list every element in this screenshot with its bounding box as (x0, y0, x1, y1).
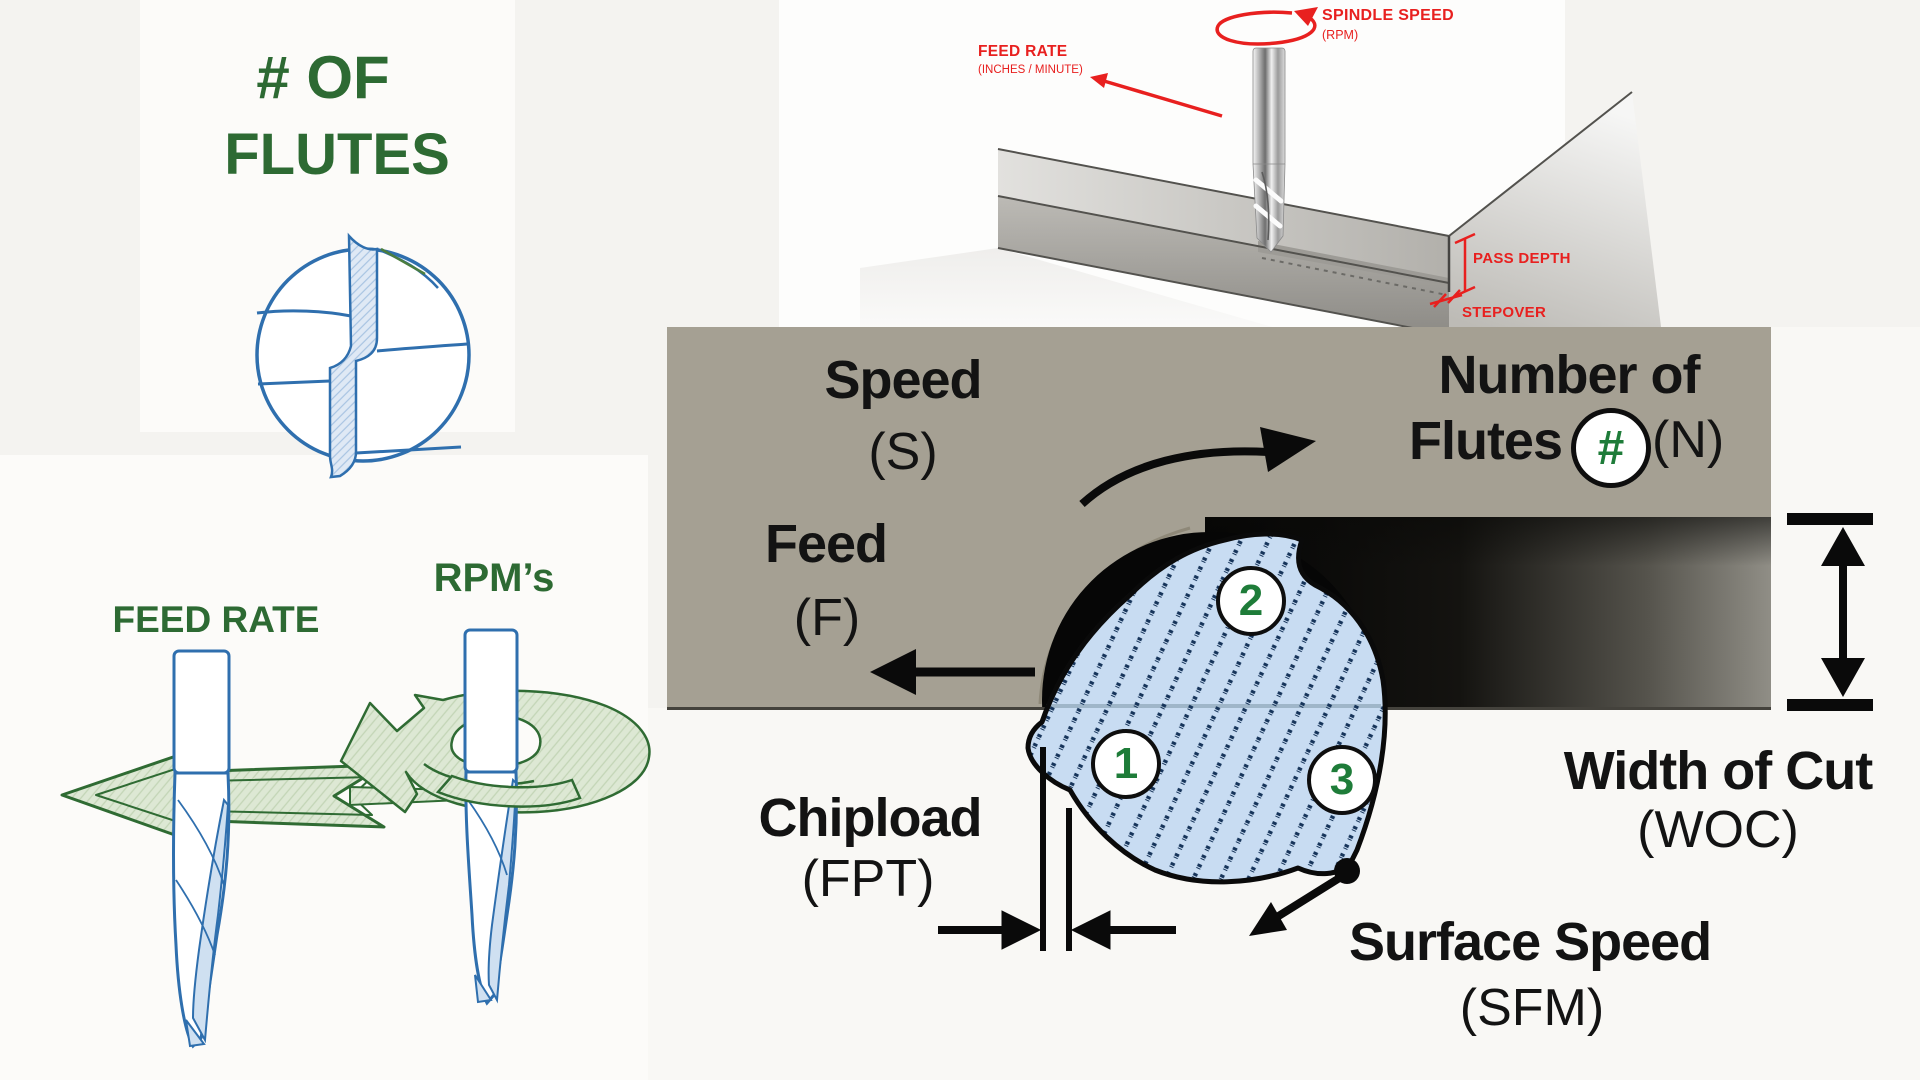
chipload-dimension (938, 747, 1176, 951)
flutes-title-line2: FLUTES (224, 122, 450, 187)
feed-label: Feed (764, 514, 888, 574)
number-of-flutes-line1: Number of (1438, 345, 1701, 405)
endmill-shank (463, 628, 519, 774)
speed-rotation-arrow (1079, 447, 1269, 507)
flute-1-number: 1 (1113, 739, 1139, 788)
spindle-shank (1252, 47, 1286, 167)
rpm-drawing (339, 628, 651, 1006)
flute-2-number: 2 (1238, 576, 1264, 625)
stepover-label: STEPOVER (1462, 304, 1547, 321)
width-of-cut-dimension (1787, 513, 1873, 711)
width-of-cut-label: Width of Cut (1563, 741, 1873, 801)
surface-speed-symbol: (SFM) (1459, 979, 1605, 1037)
feed-rate-red-label: FEED RATE (978, 43, 1068, 60)
spindle-rotation-icon (1215, 10, 1317, 46)
surface-speed-pointer (1249, 858, 1360, 936)
feed-rate-title: FEED RATE (112, 599, 320, 640)
speed-symbol: (S) (868, 423, 938, 481)
chipload-label: Chipload (758, 788, 983, 848)
flute-2-badge: 2 (1216, 566, 1286, 636)
hash-symbol: # (1597, 421, 1625, 475)
number-of-flutes-line2: Flutes (1408, 411, 1563, 471)
endmill-shank (172, 649, 231, 775)
block-top-face (998, 149, 1449, 283)
green-accent-line (380, 247, 426, 276)
flute-1-badge: 1 (1091, 729, 1161, 799)
chipload-symbol: (FPT) (801, 850, 935, 908)
block-right-face (1449, 92, 1662, 335)
feed-rate-unit: (INCHES / MINUTE) (978, 64, 1083, 76)
block-front-face (998, 196, 1449, 335)
two-flute-endmill-end-view (255, 232, 471, 479)
flute-web (328, 232, 379, 479)
feed-direction-red-arrow (1103, 79, 1223, 118)
cutting-geometry-diagram (667, 327, 1873, 951)
rotation-arrow-front (435, 774, 582, 808)
flutes-title-line1: # OF (256, 44, 390, 111)
feed-symbol: (F) (793, 589, 861, 647)
speed-label: Speed (824, 350, 982, 410)
spindle-speed-unit: (RPM) (1322, 28, 1359, 42)
hash-badge: # (1571, 408, 1651, 488)
number-of-flutes-symbol: (N) (1652, 411, 1725, 469)
flute-3-number: 3 (1329, 755, 1355, 804)
surface-speed-label: Surface Speed (1349, 912, 1712, 972)
pass-depth-dimension (1454, 232, 1476, 298)
pass-depth-label: PASS DEPTH (1473, 250, 1571, 267)
spindle-speed-label: SPINDLE SPEED (1322, 7, 1454, 24)
flute-3-badge: 3 (1307, 745, 1377, 815)
width-of-cut-symbol: (WOC) (1637, 801, 1799, 859)
stepover-dimension (1429, 289, 1463, 308)
cnc-machining-illustration (860, 7, 1662, 336)
rpm-title: RPM’s (433, 556, 555, 600)
